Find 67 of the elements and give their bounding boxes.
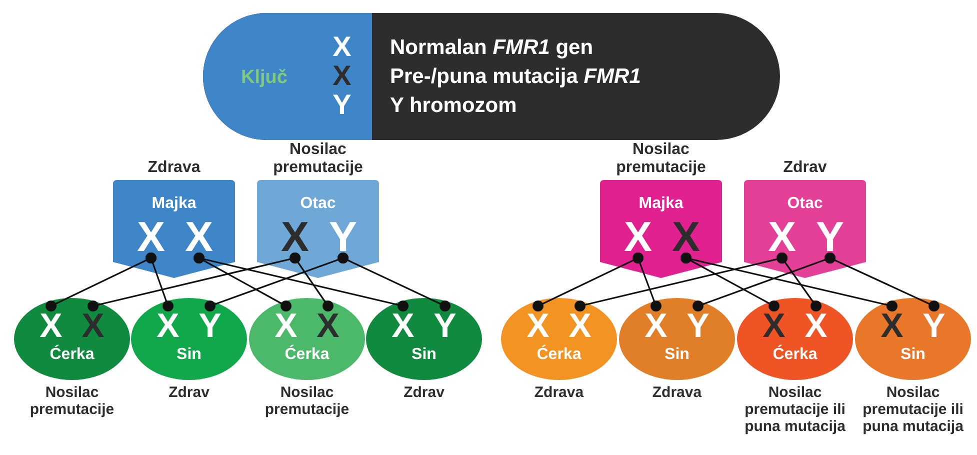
chromosome-letter: X	[30, 306, 72, 346]
legend-letter: Y	[332, 91, 352, 119]
parent-box	[600, 180, 722, 278]
chromosome-letter: Y	[913, 306, 955, 346]
connector-line	[632, 252, 662, 312]
status-label: Zdrav	[168, 384, 210, 401]
status-label: Nosilac premutacije	[264, 384, 350, 418]
chromosome-letter: X	[760, 216, 804, 258]
legend-text: Y hromozom	[390, 95, 517, 116]
status-label: Nosilac premutacije	[615, 141, 707, 177]
child-label: Sin	[900, 347, 926, 363]
chromosome-letter: Y	[677, 306, 719, 346]
child-label: Ćerka	[284, 347, 330, 363]
legend-text: Pre-/puna mutacija FMR1	[390, 66, 641, 87]
status-label: Zdrav	[402, 384, 446, 401]
connector-line	[290, 252, 334, 312]
status-label: Zdrava	[146, 159, 202, 177]
chromosome-letter: X	[273, 216, 317, 258]
chromosome-letter: X	[616, 216, 660, 258]
parent-label: Majka	[638, 196, 684, 212]
chromosome-letter: X	[382, 306, 424, 346]
parent-box	[257, 180, 379, 278]
child-label: Sin	[664, 347, 690, 363]
chromosome-letter: Y	[808, 216, 852, 258]
status-label: Zdrava	[533, 384, 585, 401]
chromosome-letter: X	[72, 306, 114, 346]
status-label: Zdrava	[651, 384, 703, 401]
connector-line	[824, 252, 940, 312]
chromosome-letter: X	[635, 306, 677, 346]
child-label: Ćerka	[536, 347, 582, 363]
chromosome-letter: X	[795, 306, 837, 346]
status-label: Zdrav	[782, 159, 828, 177]
parent-label: Otac	[299, 196, 337, 212]
status-label: Nosilac premutacije	[28, 384, 116, 418]
chromosome-letter: X	[517, 306, 559, 346]
child-label: Sin	[410, 347, 438, 363]
status-label: Nosilac premutacije	[272, 141, 364, 177]
chromosome-letter: X	[177, 216, 221, 258]
connector-line	[338, 252, 450, 312]
key-heading: Ključ	[241, 66, 288, 90]
child-label: Ćerka	[48, 347, 96, 363]
child-label: Sin	[176, 347, 202, 363]
child-label: Ćerka	[772, 347, 818, 363]
status-label: Nosilac premutacije ili puna mutacija	[862, 384, 964, 435]
connector-line	[146, 252, 174, 312]
parent-box	[113, 180, 235, 278]
chromosome-letter: X	[871, 306, 913, 346]
connector-line	[194, 252, 408, 312]
parent-label: Majka	[150, 196, 198, 212]
legend-letter: X	[332, 62, 352, 90]
status-label: Nosilac premutacije ili puna mutacija	[744, 384, 846, 435]
parent-label: Otac	[786, 196, 824, 212]
chromosome-letter: X	[753, 306, 795, 346]
chromosome-letter: X	[664, 216, 708, 258]
chromosome-letter: Y	[424, 306, 466, 346]
chromosome-letter: Y	[321, 216, 365, 258]
chromosome-letter: X	[307, 306, 349, 346]
chromosome-letter: X	[147, 306, 189, 346]
chromosome-letter: X	[265, 306, 307, 346]
connector-line	[680, 252, 898, 312]
parent-box	[744, 180, 866, 278]
legend-letter: X	[332, 33, 352, 61]
chromosome-letter: X	[559, 306, 601, 346]
chromosome-letter: Y	[189, 306, 231, 346]
legend-text: Normalan FMR1 gen	[390, 37, 594, 58]
connector-line	[776, 252, 822, 312]
chromosome-letter: X	[129, 216, 173, 258]
